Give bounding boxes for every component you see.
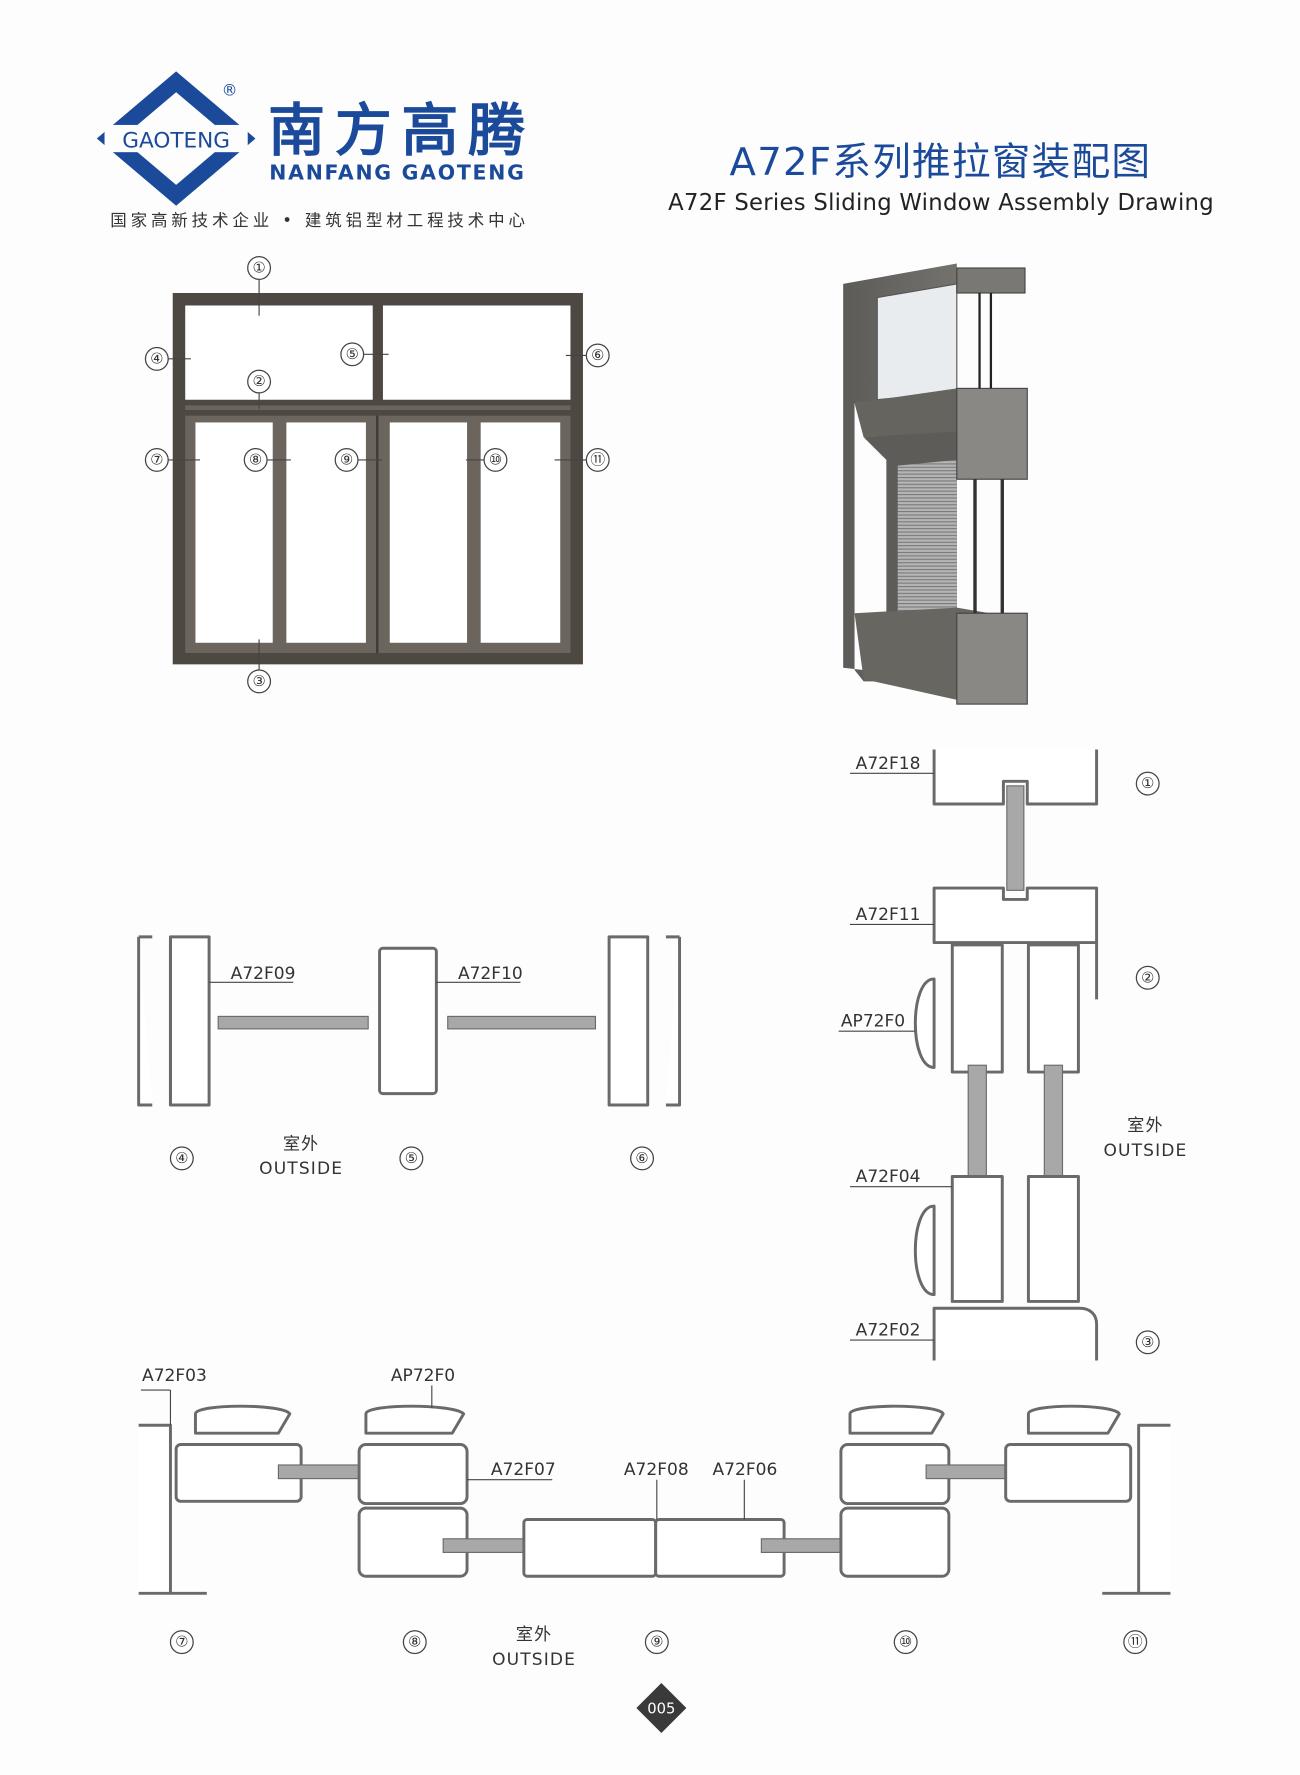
callout-label: ⑧ [408,1634,421,1651]
callout-3: ③ [1135,1330,1160,1355]
brand-name-cn: 南方高腾 [268,98,525,164]
callout-10: ⑩ [483,447,508,472]
callout-label: ⑪ [1128,1634,1143,1651]
part-label: AP72F0 [841,1012,905,1032]
registered-mark: ® [222,80,238,99]
callout-label: ② [252,373,265,390]
callout-3: ③ [247,669,272,694]
outside-label-cn: 室外 [1127,1116,1163,1136]
outside-label-en: OUTSIDE [259,1159,343,1179]
brand-name-en: NANFANG GAOTENG [269,160,524,184]
part-label: A72F07 [491,1460,556,1480]
part-label: A72F03 [142,1366,207,1386]
callout-6: ⑥ [630,1146,655,1171]
callout-11: ⑪ [1123,1630,1148,1655]
vertical-section: A72F18 A72F11 AP72F0 A72F04 A72F02 ① ② ③… [838,749,1187,1361]
callout-label: ④ [150,350,163,367]
horizontal-section-lower: A72F03 AP72F0 A72F07 A72F08 A72F06 ⑦ ⑧ ⑨… [138,1366,1171,1670]
callout-label: ⑪ [590,451,605,468]
horizontal-section-upper: A72F09 A72F10 ④ ⑤ ⑥ 室外 OUTSIDE [137,935,682,1179]
callout-label: ⑩ [489,451,502,468]
callout-label: ⑤ [405,1150,418,1167]
callout-label: ⑨ [650,1634,663,1651]
callout-label: ① [1141,775,1154,792]
callout-label: ⑤ [346,346,359,363]
callout-8: ⑧ [243,447,268,472]
callout-label: ⑦ [150,451,163,468]
callout-5: ⑤ [340,342,365,367]
brand-logo: GAOTENG ® 南方高腾 NANFANG GAOTENG 国家高新技术企业 … [96,71,525,230]
callout-2: ② [1135,965,1160,990]
part-label: AP72F0 [391,1366,455,1386]
part-label: A72F11 [856,905,921,925]
page-number: 005 [647,1701,675,1718]
window-elevation: ① ② ③ ④ ⑤ ⑥ ⑦ ⑧ ⑨ ⑩ ⑪ [144,256,610,694]
callout-label: ⑦ [175,1634,188,1651]
callout-4: ④ [169,1146,194,1171]
part-label: A72F08 [624,1460,689,1480]
logo-text: GAOTENG [122,129,230,154]
outside-label-en: OUTSIDE [492,1650,576,1670]
part-label: A72F02 [856,1321,921,1341]
callout-label: ③ [1141,1334,1154,1351]
callout-label: ⑨ [340,451,353,468]
callout-6: ⑥ [585,343,610,368]
callout-label: ④ [175,1150,188,1167]
page-number-badge: 005 [636,1683,687,1733]
part-label: A72F04 [856,1167,921,1187]
part-label: A72F09 [231,964,296,984]
callout-7: ⑦ [144,447,169,472]
page-title: A72F系列推拉窗装配图 [730,140,1150,185]
callout-1: ① [1135,771,1160,796]
callout-label: ⑧ [249,451,262,468]
part-label: A72F10 [458,964,523,984]
profile-3d-render [843,263,1028,705]
part-label: A72F18 [856,754,921,774]
callout-2: ② [247,369,272,394]
brand-tagline: 国家高新技术企业 • 建筑铝型材工程技术中心 [110,211,525,230]
callout-label: ⑥ [591,347,604,364]
callout-label: ③ [252,673,265,690]
callout-9: ⑨ [644,1630,669,1655]
callout-8: ⑧ [402,1630,427,1655]
page-subtitle: A72F Series Sliding Window Assembly Draw… [668,190,1213,216]
logo-diamond-icon [96,71,256,206]
callout-label: ② [1141,969,1154,986]
part-label: A72F06 [713,1460,778,1480]
outside-label-cn: 室外 [516,1625,552,1645]
callout-9: ⑨ [334,447,359,472]
callout-11: ⑪ [585,447,610,472]
callout-label: ① [252,260,265,277]
callout-label: ⑥ [635,1150,648,1167]
outside-label-en: OUTSIDE [1103,1141,1187,1161]
callout-7: ⑦ [169,1630,194,1655]
callout-1: ① [247,256,272,280]
callout-10: ⑩ [893,1630,918,1655]
callout-4: ④ [144,346,169,371]
callout-5: ⑤ [399,1146,424,1171]
callout-label: ⑩ [899,1634,912,1651]
outside-label-cn: 室外 [283,1134,319,1154]
